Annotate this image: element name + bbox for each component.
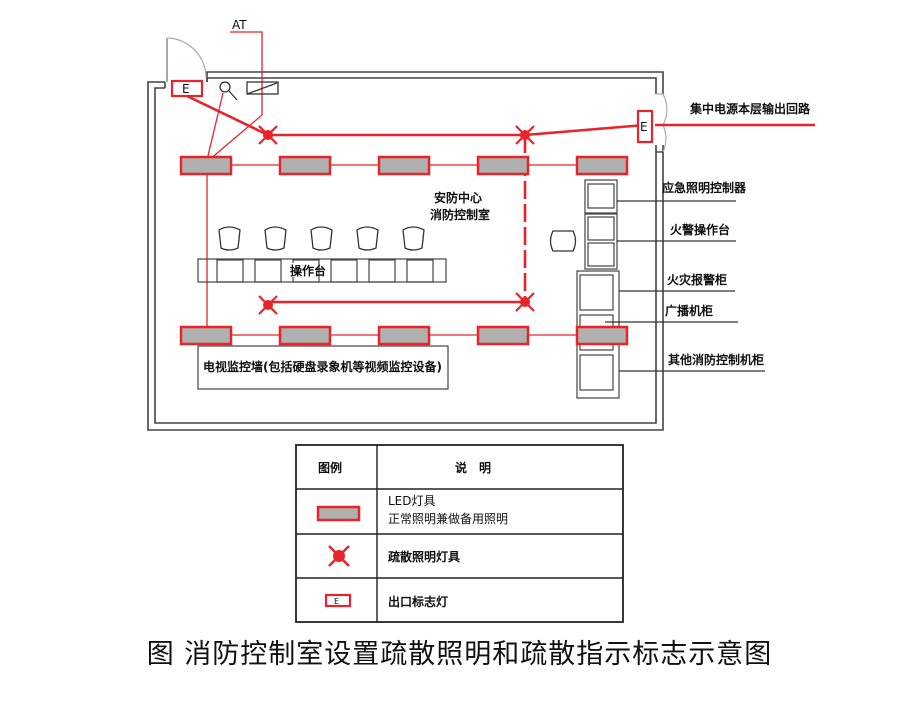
evacuation-light-icon [258, 125, 278, 145]
evacuation-light-icon [515, 125, 535, 145]
switch-panel-icon [246, 81, 279, 95]
equipment-leaders [605, 200, 765, 372]
exit-sign-right: E [636, 109, 654, 144]
legend-header-symbol: 图例 [318, 460, 342, 475]
svg-text:E: E [334, 597, 339, 606]
led-fixture [476, 325, 530, 346]
power-circuit-label: 集中电源本层输出回路 [689, 101, 811, 116]
led-fixture [377, 155, 431, 176]
led-fixture [278, 155, 332, 176]
equipment-cabinets [576, 179, 620, 399]
legend-desc: 疏散照明灯具 [388, 549, 460, 564]
exit-sign-top-left: E [170, 79, 204, 98]
equipment-label: 广播机柜 [665, 303, 713, 318]
at-feeder: AT [208, 18, 263, 161]
console-desk: 操作台 [197, 258, 447, 283]
led-fixture [278, 325, 332, 346]
tv-monitor-wall: 电视监控墙(包括硬盘录象机等视频监控设备) [197, 345, 449, 390]
equipment-label: 应急照明控制器 [662, 180, 747, 195]
led-row-bottom [179, 325, 530, 346]
led-fixture [179, 155, 233, 176]
led-row-top [179, 155, 629, 176]
legend-desc: 出口标志灯 [388, 594, 448, 609]
room-name-line2: 消防控制室 [430, 207, 490, 222]
legend-exit-sign-symbol: E [324, 593, 352, 608]
room-walls [147, 71, 664, 431]
evacuation-light-icon [258, 295, 278, 315]
tv-wall-label: 电视监控墙(包括硬盘录象机等视频监控设备) [203, 359, 442, 374]
equipment-label: 其他消防控制机柜 [668, 352, 764, 367]
led-fixture [377, 325, 431, 346]
door-right [656, 93, 668, 153]
equipment-label: 火灾报警柜 [667, 272, 727, 287]
room-name-line1: 安防中心 [434, 190, 482, 205]
led-fixture [476, 155, 530, 176]
figure-caption: 图 消防控制室设置疏散照明和疏散指示标志示意图 [146, 639, 773, 670]
at-label: AT [232, 18, 247, 32]
svg-text:E: E [182, 82, 190, 96]
chairs [218, 226, 577, 252]
console-label: 操作台 [290, 263, 326, 278]
led-fixture [179, 325, 233, 346]
led-fixture [575, 325, 629, 346]
evacuation-lights [258, 125, 535, 315]
svg-text:E: E [640, 120, 648, 134]
legend-header-desc: 说 明 [455, 460, 491, 475]
evacuation-circuit [184, 93, 815, 304]
equipment-label: 火警操作台 [670, 222, 730, 237]
legend-desc: LED灯具 [388, 494, 436, 508]
legend-table: 图例 说 明 LED灯具 正常照明兼做备用照明 疏散照明灯具 E 出口标志灯 [295, 444, 624, 623]
legend-desc: 正常照明兼做备用照明 [388, 511, 508, 526]
evacuation-light-icon [515, 292, 535, 312]
legend-evacuation-light-icon [328, 545, 350, 567]
led-fixture [575, 155, 629, 176]
detector-icon [219, 81, 238, 101]
door-top-left [166, 37, 207, 82]
legend-led-symbol [316, 505, 361, 522]
